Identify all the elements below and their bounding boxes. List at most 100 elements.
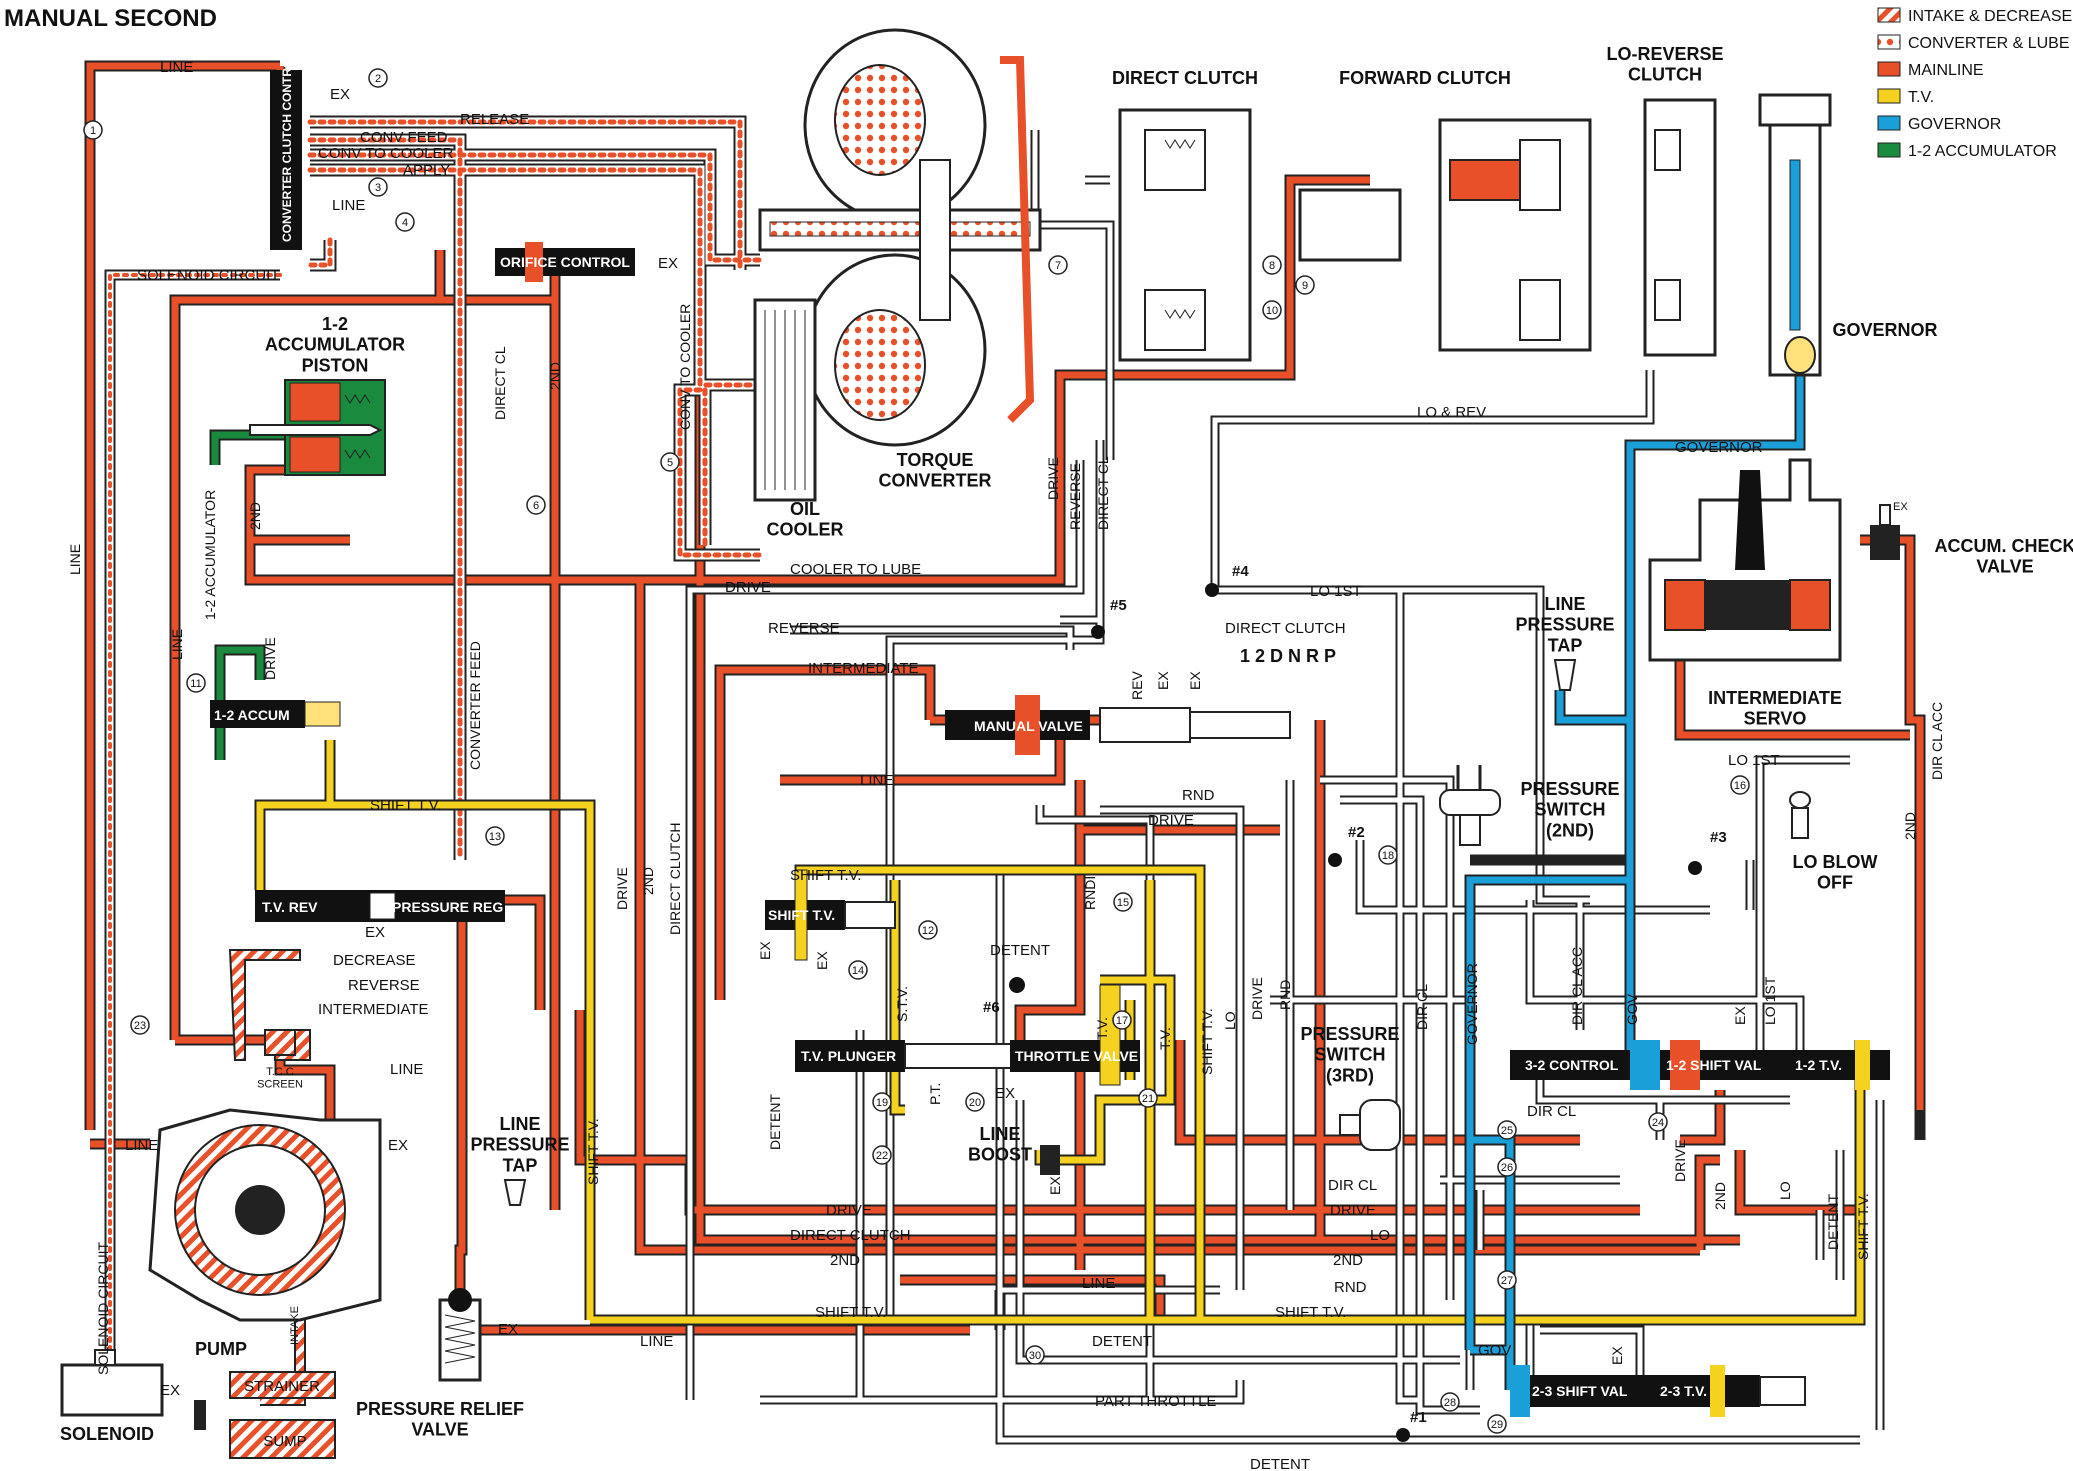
legend-label-tv: T.V. bbox=[1908, 89, 1934, 106]
valve-tv-plunger-label: T.V. PLUNGER bbox=[801, 1048, 896, 1064]
lbl-ex-12: EX bbox=[1732, 1006, 1748, 1025]
lbl-rnd-mid: RND bbox=[1277, 980, 1293, 1010]
lbl-line-pump-left: LINE bbox=[125, 1137, 158, 1154]
valve-2-3-shift-label: 2-3 SHIFT VAL bbox=[1532, 1383, 1628, 1399]
lbl-gov-low: GOV bbox=[1478, 1342, 1511, 1359]
svg-text:8: 8 bbox=[1269, 260, 1275, 272]
lbl-lo-r: LO bbox=[1777, 1181, 1793, 1200]
lbl-rndi: RNDI bbox=[1082, 876, 1098, 910]
svg-text:23: 23 bbox=[134, 1020, 146, 1032]
port-6: 6 bbox=[526, 495, 546, 515]
port-27: 27 bbox=[1497, 1270, 1517, 1290]
port-8: 8 bbox=[1262, 255, 1282, 275]
lbl-direct-clutch-upper: DIRECT CLUTCH bbox=[1225, 620, 1346, 637]
svg-text:28: 28 bbox=[1444, 1397, 1456, 1409]
valve-pressure-reg-label: PRESSURE REG bbox=[392, 899, 503, 915]
svg-text:16: 16 bbox=[1734, 780, 1746, 792]
lo-blow-off bbox=[1789, 791, 1811, 839]
legend-swatch-intake bbox=[1877, 7, 1901, 23]
sump-label: SUMP bbox=[263, 1433, 306, 1450]
numbered-ports: 1 2 3 4 5 6 7 8 9 10 11 12 13 14 15 16 1… bbox=[83, 68, 1750, 1434]
port-23: 23 bbox=[130, 1015, 150, 1035]
svg-text:11: 11 bbox=[190, 678, 201, 690]
port-18: 18 bbox=[1378, 845, 1398, 865]
tv-passages bbox=[254, 740, 1866, 1326]
check-ball-2: #2 bbox=[1348, 824, 1365, 841]
lbl-decrease: DECREASE bbox=[333, 952, 416, 969]
svg-text:25: 25 bbox=[1501, 1125, 1513, 1137]
port-15: 15 bbox=[1113, 892, 1133, 912]
forward-clutch-label: FORWARD CLUTCH bbox=[1339, 68, 1511, 88]
lbl-line-low: LINE bbox=[1082, 1275, 1115, 1292]
pressure-switch-3rd bbox=[1339, 1099, 1401, 1151]
lbl-2nd-low: 2ND bbox=[830, 1252, 860, 1269]
line-pressure-tap-right bbox=[1553, 659, 1577, 691]
legend-swatch-governor bbox=[1877, 115, 1901, 131]
lbl-ex-ccc: EX bbox=[330, 86, 350, 103]
lbl-drive-low: DRIVE bbox=[826, 1202, 872, 1219]
lbl-lo-1st: LO 1ST bbox=[1310, 583, 1362, 600]
lbl-ex-manual2: EX bbox=[1187, 671, 1203, 690]
lbl-ex-boost: EX bbox=[1047, 1176, 1063, 1195]
port-22: 22 bbox=[872, 1145, 892, 1165]
valve-tv-rev-label: T.V. REV bbox=[262, 899, 318, 915]
accum-check-valve bbox=[1870, 504, 1900, 560]
lbl-ex-solenoid: EX bbox=[160, 1382, 180, 1399]
lbl-drive-r: DRIVE bbox=[1672, 1139, 1688, 1182]
lbl-line-top: LINE bbox=[160, 59, 193, 76]
lbl-ex-pump: EX bbox=[388, 1137, 408, 1154]
lbl-rnd-manual: RND bbox=[1182, 787, 1215, 804]
lbl-tv-thr: T.V. bbox=[1094, 1017, 1110, 1040]
valve-converter-clutch-control: CONVERTER CLUTCH CONTROL bbox=[270, 51, 302, 250]
lbl-1-2-accumulator: 1-2 ACCUMULATOR bbox=[202, 490, 218, 620]
check-ball-6: #6 bbox=[983, 999, 1000, 1016]
lbl-2nd-low-r: 2ND bbox=[1333, 1252, 1363, 1269]
lbl-shift-tv-top: SHIFT T.V. bbox=[370, 797, 441, 814]
svg-text:13: 13 bbox=[489, 831, 501, 843]
valve-2-3-shift: 2-3 SHIFT VAL 2-3 T.V. bbox=[1510, 1365, 1806, 1417]
strainer-label: STRAINER bbox=[244, 1378, 320, 1395]
lbl-conv-to-cooler-v: CONV TO COOLER bbox=[677, 304, 693, 430]
lbl-reverse-low: REVERSE bbox=[348, 977, 420, 994]
lbl-ex-orifice: EX bbox=[658, 255, 678, 272]
port-28: 28 bbox=[1440, 1392, 1460, 1412]
lbl-lo-1st-v: LO 1ST bbox=[1762, 976, 1778, 1025]
valve-tv-rev-pressure-reg: T.V. REV PRESSURE REG bbox=[255, 890, 505, 922]
legend-label-governor: GOVERNOR bbox=[1908, 116, 2001, 133]
lbl-cooler-to-lube: COOLER TO LUBE bbox=[790, 561, 921, 578]
port-20: 20 bbox=[965, 1092, 985, 1112]
lbl-shift-tv-low: SHIFT T.V. bbox=[815, 1304, 886, 1321]
lbl-lo-1st-r: LO 1ST bbox=[1728, 752, 1780, 769]
lbl-lo-mid: LO bbox=[1222, 1011, 1238, 1030]
valve-1-2-accum: 1-2 ACCUM bbox=[210, 700, 341, 728]
line-boost bbox=[1040, 1145, 1060, 1175]
valve-3-2-1-2-shift: 3-2 CONTROL 1-2 SHIFT VAL 1-2 T.V. bbox=[1510, 1040, 1890, 1090]
valve-orifice-control-label: ORIFICE CONTROL bbox=[500, 254, 630, 270]
port-7: 7 bbox=[1048, 255, 1068, 275]
torque-converter bbox=[758, 28, 1042, 447]
ex-label-accum-check: EX bbox=[1893, 501, 1908, 513]
lbl-governor-v: GOVERNOR bbox=[1464, 963, 1480, 1045]
svg-text:15: 15 bbox=[1117, 897, 1129, 909]
lbl-direct-clutch-low: DIRECT CLUTCH bbox=[790, 1227, 911, 1244]
lbl-line-pump: LINE bbox=[390, 1061, 423, 1078]
lbl-shift-tv-left: SHIFT T.V. bbox=[585, 1118, 601, 1185]
lbl-lo-low: LO bbox=[1370, 1227, 1390, 1244]
svg-text:4: 4 bbox=[402, 217, 408, 229]
port-10: 10 bbox=[1262, 300, 1282, 320]
lbl-conv-to-cooler: CONV TO COOLER bbox=[318, 145, 453, 162]
legend-swatch-tv bbox=[1877, 88, 1901, 104]
lbl-2nd-r2: 2ND bbox=[1712, 1182, 1728, 1210]
governor-label: GOVERNOR bbox=[1832, 320, 1937, 340]
svg-text:20: 20 bbox=[969, 1097, 981, 1109]
port-29: 29 bbox=[1487, 1414, 1507, 1434]
lbl-drive-low-r: DRIVE bbox=[1330, 1202, 1376, 1219]
